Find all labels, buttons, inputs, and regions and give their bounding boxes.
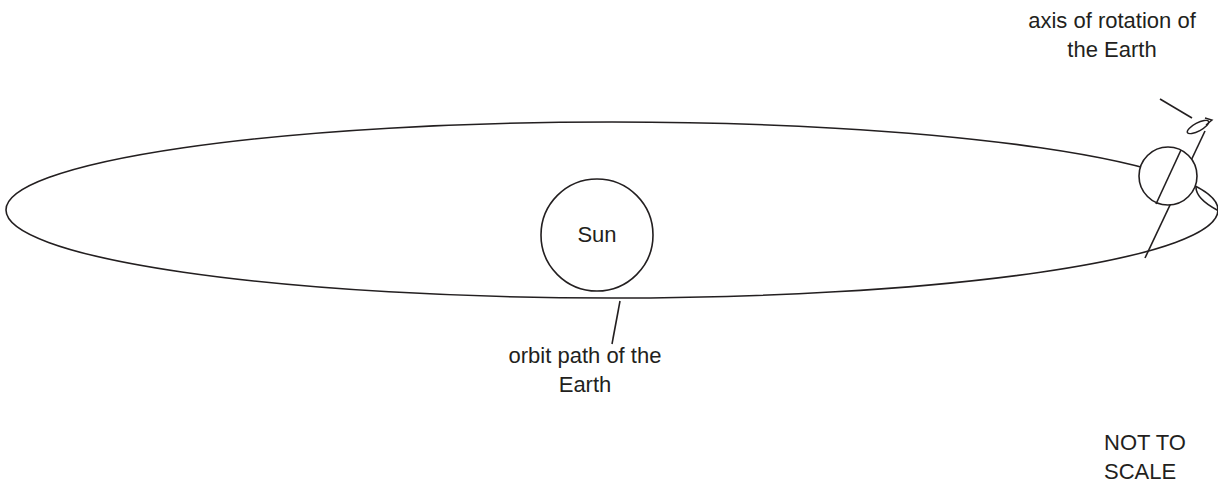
sun-circle: Sun bbox=[540, 178, 654, 292]
earth-circle bbox=[1139, 147, 1197, 205]
circle-outline bbox=[541, 179, 653, 291]
leader-line bbox=[612, 301, 620, 344]
rotation-axis-inner bbox=[1156, 150, 1181, 204]
orbit-path bbox=[6, 122, 1218, 298]
rotation-arrow bbox=[1186, 118, 1211, 136]
leader-line bbox=[1160, 99, 1192, 118]
node-label: Sun bbox=[577, 221, 616, 249]
orbit-label: orbit path of the Earth bbox=[505, 341, 665, 399]
rotation-arrowhead bbox=[1205, 118, 1212, 125]
orbit-path-segment bbox=[1196, 186, 1218, 212]
scale-note: NOT TO SCALE bbox=[1104, 428, 1214, 486]
axis-label: axis of rotation of the Earth bbox=[1022, 6, 1202, 64]
